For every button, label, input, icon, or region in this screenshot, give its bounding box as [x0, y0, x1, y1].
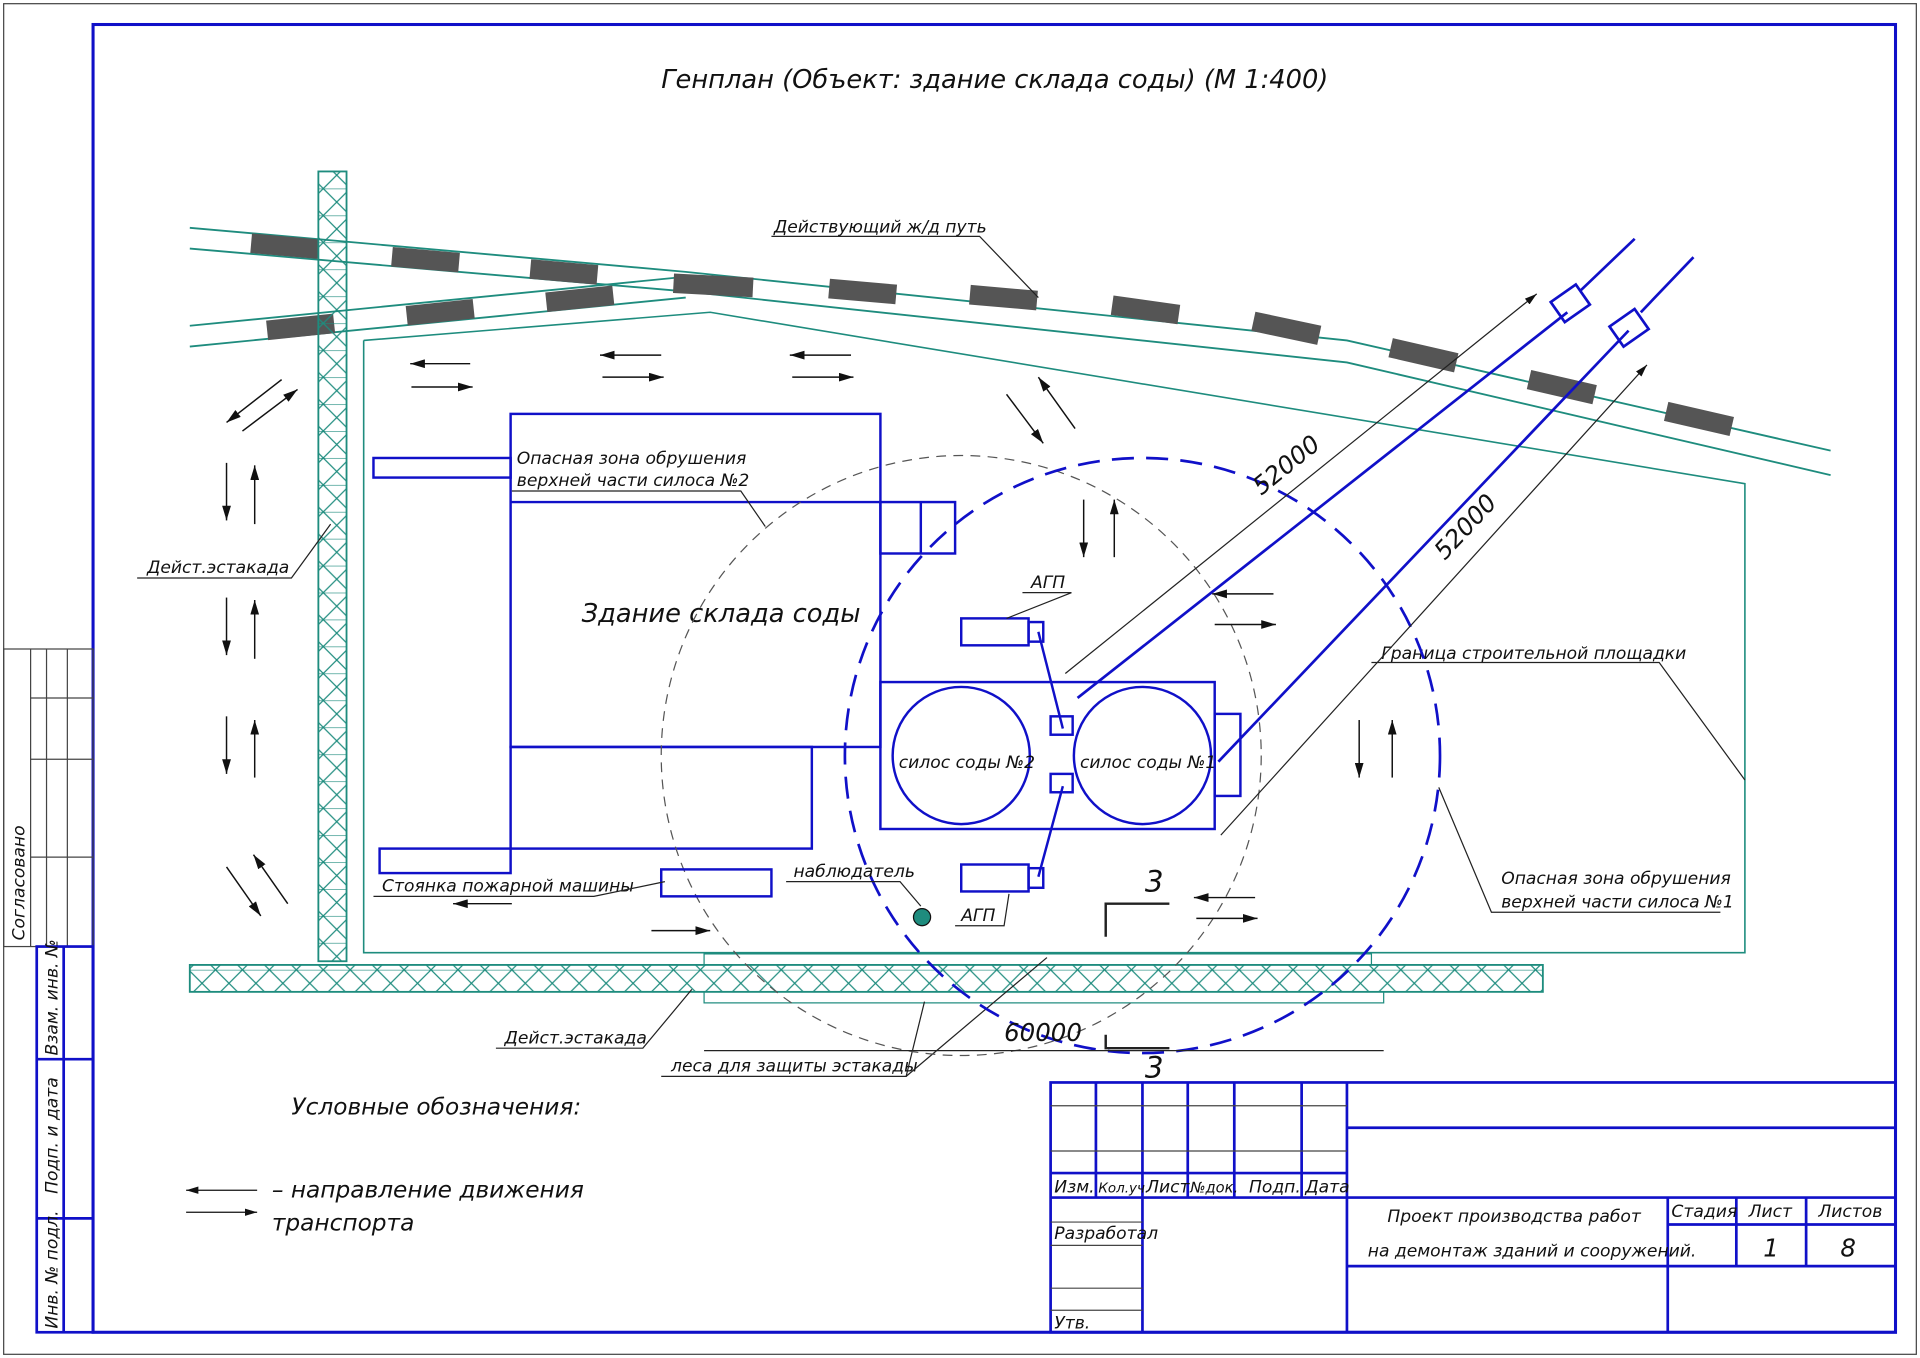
- stamp-header-ndok: №док.: [1189, 1180, 1238, 1197]
- sign-date-label: Подп. и дата: [43, 1077, 63, 1194]
- boom-2-dimension: 52000: [1428, 488, 1502, 565]
- stamp-project-line-1: Проект производства работ: [1387, 1207, 1642, 1227]
- danger-zone-2-label-2: верхней части силоса №2: [517, 471, 750, 491]
- danger-zone-1-label-1: Опасная зона обрушения: [1501, 869, 1731, 889]
- site-boundary-label: Граница строительной площадки: [1381, 644, 1686, 664]
- legend-title: Условные обозначения:: [291, 1093, 581, 1120]
- stamp-developed: Разработал: [1054, 1224, 1158, 1244]
- silo-block: [879, 680, 1242, 831]
- stamp-header-koluch: Кол.уч.: [1098, 1182, 1149, 1197]
- danger-zone-1-label-2: верхней части силоса №1: [1501, 892, 1734, 912]
- section-mark-top: 3: [1145, 864, 1164, 898]
- agp-machine-bottom: [960, 772, 1074, 893]
- stamp-header-izm: Изм.: [1054, 1178, 1094, 1198]
- silo-1-label: силос соды №1: [1080, 753, 1216, 773]
- agreed-label: Согласовано: [9, 825, 29, 940]
- railway-label: Действующий ж/д путь: [773, 218, 987, 238]
- section-mark-bottom: 3: [1145, 1051, 1164, 1085]
- inv-orig-label: Инв. № подл.: [43, 1210, 63, 1328]
- legend-arrow-text-2: транспорта: [272, 1210, 415, 1237]
- site-boundary-fence: [362, 311, 1746, 954]
- boom-1-dimension: 52000: [1247, 429, 1326, 501]
- observer-icon: [912, 907, 932, 927]
- scaffold-bottom: [703, 991, 1385, 1004]
- stamp-header-podp: Подп.: [1249, 1178, 1301, 1198]
- crane-booms: [1076, 237, 1695, 763]
- stamp-sheet-label: Лист: [1748, 1202, 1793, 1222]
- observer-label: наблюдатель: [793, 862, 915, 882]
- dimension-lines: [704, 293, 1648, 1052]
- danger-zone-2-label-1: Опасная зона обрушения: [517, 449, 747, 469]
- side-strip: Согласовано Взам. инв. № Подп. и дата Ин…: [3, 648, 95, 1334]
- trestle-bottom-label: Дейст.эстакада: [503, 1028, 646, 1048]
- silo-2-label: силос соды №2: [899, 753, 1035, 773]
- warehouse-building: [372, 412, 957, 875]
- legend-arrow-text-1: – направление движения: [272, 1177, 584, 1204]
- span-dimension: 60000: [1004, 1018, 1082, 1047]
- agp-machine-top: [960, 617, 1074, 736]
- stamp-sheets-label: Листов: [1817, 1202, 1882, 1222]
- danger-zone-silo-1: [843, 456, 1442, 1055]
- stamp-sheet-number: 1: [1763, 1233, 1779, 1262]
- stamp-sheets-total: 8: [1840, 1233, 1856, 1262]
- fire-truck-parking-label: Стоянка пожарной машины: [382, 876, 634, 896]
- stamp-stage-label: Стадия: [1671, 1202, 1737, 1222]
- stamp-approved: Утв.: [1054, 1314, 1090, 1334]
- trestle-vertical: [317, 170, 348, 963]
- replace-inv-label: Взам. инв. №: [43, 939, 63, 1055]
- scaffold-top: [703, 953, 1373, 966]
- traffic-direction-arrows: [222, 350, 1397, 936]
- agp-top-label: АГП: [1030, 573, 1065, 593]
- danger-zone-silo-2: [660, 454, 1262, 1057]
- sheet-outer-border: [3, 3, 1917, 1355]
- stamp-header-data: Дата: [1304, 1178, 1349, 1198]
- title-block: Изм. Кол.уч. Лист №док. Подп. Дата Разра…: [1049, 1081, 1897, 1334]
- drawing-title: Генплан (Объект: здание склада соды) (М …: [661, 65, 1328, 95]
- agp-bottom-label: АГП: [960, 906, 995, 926]
- trestle-left-label: Дейст.эстакада: [146, 558, 289, 578]
- stamp-header-list: Лист: [1145, 1178, 1190, 1198]
- scaffold-label: леса для защиты эстакады: [670, 1056, 918, 1076]
- warehouse-label: Здание склада соды: [582, 599, 861, 629]
- railway-tracks: [189, 226, 1831, 477]
- fire-truck: [660, 868, 773, 898]
- stamp-project-line-2: на демонтаж зданий и сооружений.: [1368, 1241, 1697, 1261]
